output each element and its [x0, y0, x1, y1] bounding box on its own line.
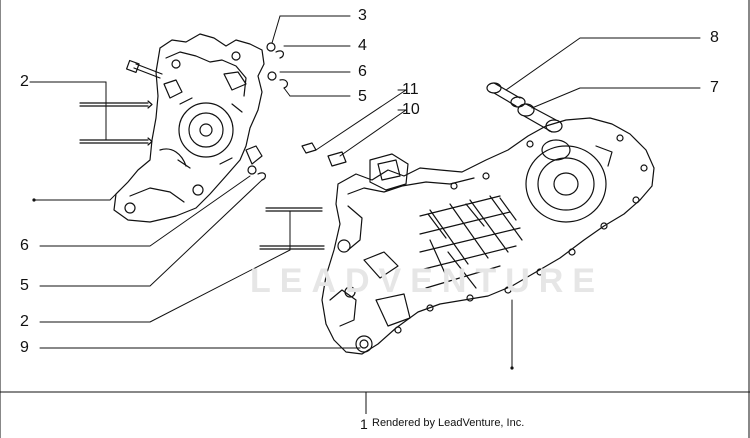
callout-9: 9	[20, 339, 29, 356]
small-parts-left	[247, 165, 267, 181]
callout-7: 7	[710, 79, 719, 96]
callout-5-left: 5	[20, 277, 29, 294]
main-crankcase	[321, 117, 655, 355]
studs-lower	[259, 207, 325, 250]
dowel-pins	[301, 142, 347, 167]
callout-6-top: 6	[358, 63, 367, 80]
bushing-7	[517, 103, 563, 133]
callout-6-left: 6	[20, 237, 29, 254]
callout-11: 11	[402, 81, 419, 98]
callout-2-top: 2	[20, 73, 29, 90]
callout-10: 10	[402, 101, 420, 118]
watermark-text: LEADVENTURE	[250, 262, 605, 300]
callout-4: 4	[358, 37, 367, 54]
callout-3: 3	[358, 7, 367, 24]
leader-lines	[29, 15, 701, 369]
footer-credit: Rendered by LeadVenture, Inc.	[372, 417, 525, 429]
small-parts-top	[266, 42, 289, 89]
leader-dots	[32, 198, 514, 370]
callout-2-bottom: 2	[20, 313, 29, 330]
callout-5-top: 5	[358, 88, 367, 105]
bolt-top	[125, 59, 163, 79]
left-crankcase-half	[113, 33, 265, 223]
callout-8: 8	[710, 29, 719, 46]
footer-item-number: 1	[360, 416, 368, 432]
bushing-8	[486, 82, 526, 108]
studs-left	[79, 100, 153, 146]
